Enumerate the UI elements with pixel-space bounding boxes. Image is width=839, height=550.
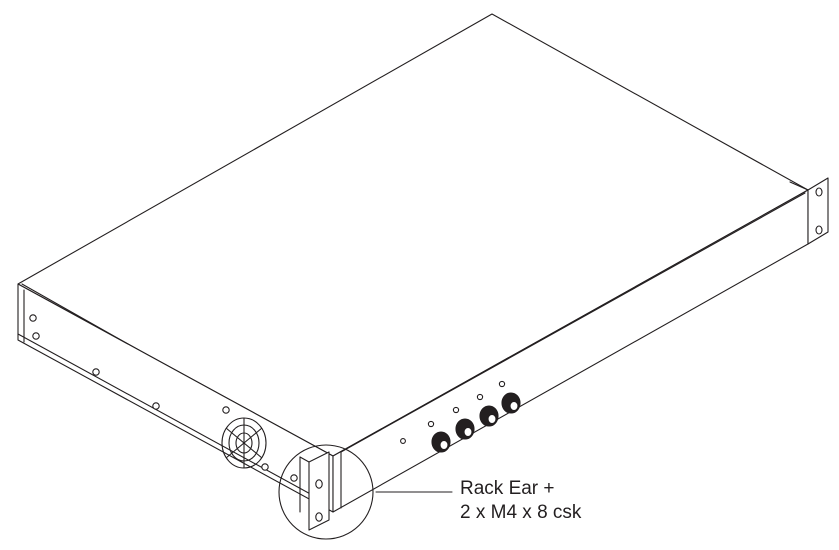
screw-icon (29, 314, 37, 322)
rack-ear-right-flange (789, 181, 809, 191)
indicator-led-icon (427, 420, 435, 428)
screw-icon (261, 463, 269, 471)
screw-icon (222, 406, 230, 414)
control-knob-icon (479, 405, 499, 427)
screw-icon (290, 474, 298, 482)
rack-ear-zoom-circle (278, 444, 374, 540)
rack-ear-right (807, 177, 829, 245)
fan-grille-icon (221, 417, 267, 469)
control-knob-icon (431, 431, 451, 453)
control-knob-icon (455, 418, 475, 440)
indicator-led-icon (476, 393, 484, 401)
rack-ear-left (308, 451, 330, 531)
control-knob-icon (501, 392, 521, 414)
callout-label-line1: Rack Ear + (460, 478, 555, 499)
screw-icon (92, 368, 100, 376)
screw-icon (152, 402, 160, 410)
screw-icon (400, 438, 406, 444)
rack-ear-hole-icon (315, 479, 323, 489)
callout-label-line2: 2 x M4 x 8 csk (460, 502, 582, 523)
rack-ear-hole-icon (815, 187, 823, 197)
front-panel-top-edge (340, 192, 806, 453)
screw-icon (32, 332, 40, 340)
rack-ear-hole-icon (315, 512, 323, 522)
side-panel-bottom-edge (17, 333, 326, 503)
indicator-led-icon (452, 406, 460, 414)
indicator-led-icon (498, 380, 506, 388)
rack-ear-left-flange (299, 456, 310, 463)
rack-ear-hole-icon (815, 225, 823, 235)
